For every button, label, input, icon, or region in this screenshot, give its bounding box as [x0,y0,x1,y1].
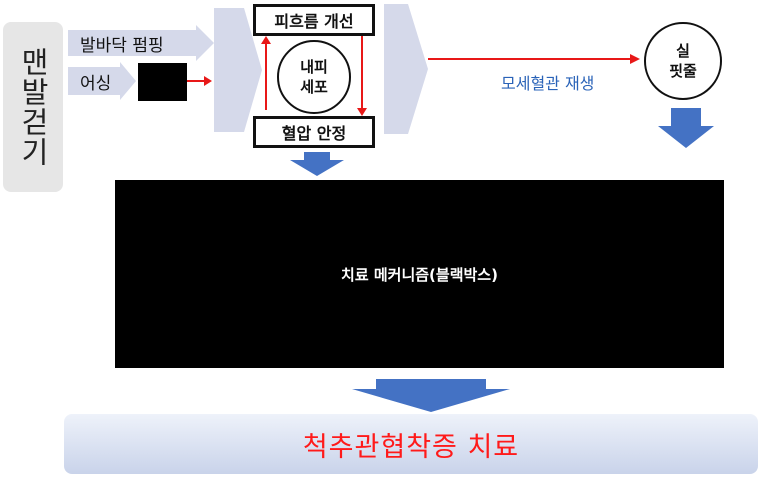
earthing-label: 어싱 [80,73,112,94]
side-label-barefoot-walking: 맨발걷기 [3,22,63,192]
rootlet-circle: 실 핏줄 [644,22,722,100]
blood-pressure-box: 혈압 안정 [253,116,375,148]
mechanism-label: 치료 메커니즘(블랙박스) [341,265,498,284]
capillary-regeneration-label: 모세혈관 재생 [501,74,595,93]
cycle-arrow-down [357,108,367,116]
blue-arrow-bottom [352,379,510,412]
earthing-black-box [138,63,187,101]
result-label: 척추관협착증 치료 [302,431,520,463]
capillary-red-arrowhead [630,54,640,64]
blood-flow-box: 피흐름 개선 [253,4,375,36]
foot-pumping-label: 발바닥 펌핑 [80,35,164,56]
earthing-red-arrowhead [204,76,212,86]
earthing-arrow [68,62,136,100]
mechanism-black-box: 치료 메커니즘(블랙박스) [115,180,724,368]
endothelial-cell-circle: 내피 세포 [277,40,351,114]
chevron-left-body [214,8,244,132]
result-bar: 척추관협착증 치료 [64,414,758,474]
chevron-right-tip [408,4,428,134]
blue-arrow-center [290,152,344,176]
foot-pumping-arrow [68,25,214,61]
blue-arrow-right [658,108,714,148]
chevron-right-body [384,4,408,134]
cycle-arrow-up [261,36,271,44]
chevron-left-tip [244,8,262,132]
side-label-text: 맨발걷기 [16,47,50,167]
